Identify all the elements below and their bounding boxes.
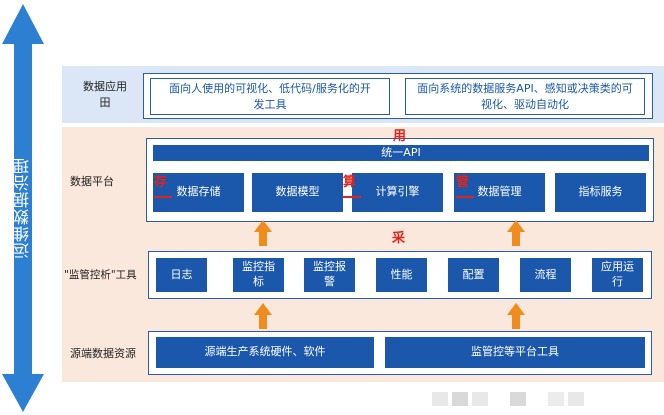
source-layer-label: 源端数据资源 (70, 347, 136, 361)
store-marker-dash (154, 196, 172, 198)
app-box-system-api: 面向系统的数据服务API、感知或决策类的可 视化、驱动自动化 (405, 78, 645, 115)
module-data-storage: 数据存储 (153, 173, 244, 212)
up-arrow-icon (254, 220, 272, 246)
app-box-human-tools: 面向人使用的可视化、低代码/服务化的开 发工具 (150, 78, 390, 115)
unified-api-bar: 统一API (153, 145, 649, 161)
tool-performance: 性能 (376, 258, 427, 292)
module-metric-service: 指标服务 (555, 173, 646, 212)
tool-app-runtime: 应用运 行 (592, 258, 643, 292)
tool-workflow: 流程 (520, 258, 571, 292)
side-axis-label: 运维数据治理 (13, 157, 32, 259)
watermark-blur (568, 392, 584, 406)
tool-configuration: 配置 (448, 258, 499, 292)
tool-monitor-alerts: 监控报 警 (304, 258, 355, 292)
manage-marker: 管 (456, 175, 470, 190)
vertical-double-arrow (2, 4, 44, 412)
tools-layer-label: "监管控析"工具 (64, 269, 137, 282)
watermark-blur (452, 392, 468, 406)
use-marker: 用 (393, 129, 407, 144)
up-arrow-icon (507, 220, 525, 246)
module-data-management: 数据管理 (454, 173, 545, 212)
watermark-blur (548, 392, 564, 406)
compute-marker-dash (343, 196, 361, 198)
collect-marker: 采 (392, 231, 406, 246)
source-platform-tools: 监管控等平台工具 (385, 337, 645, 368)
tool-log: 日志 (156, 258, 207, 292)
tool-monitor-metrics: 监控指 标 (233, 258, 284, 292)
watermark-blur (432, 392, 448, 406)
watermark-blur (510, 392, 526, 406)
source-production-systems: 源端生产系统硬件、软件 (156, 337, 374, 368)
watermark-blur (472, 392, 488, 406)
store-marker: 存 (154, 175, 168, 190)
up-arrow-icon (254, 303, 272, 329)
module-compute-engine: 计算引擎 (352, 173, 443, 212)
manage-marker-dash (456, 196, 474, 198)
platform-layer-label: 数据平台 (70, 175, 114, 189)
app-layer-label: 数据应用 田 (83, 80, 127, 109)
module-data-model: 数据模型 (252, 173, 343, 212)
up-arrow-icon (507, 303, 525, 329)
compute-marker: 算 (343, 175, 357, 190)
